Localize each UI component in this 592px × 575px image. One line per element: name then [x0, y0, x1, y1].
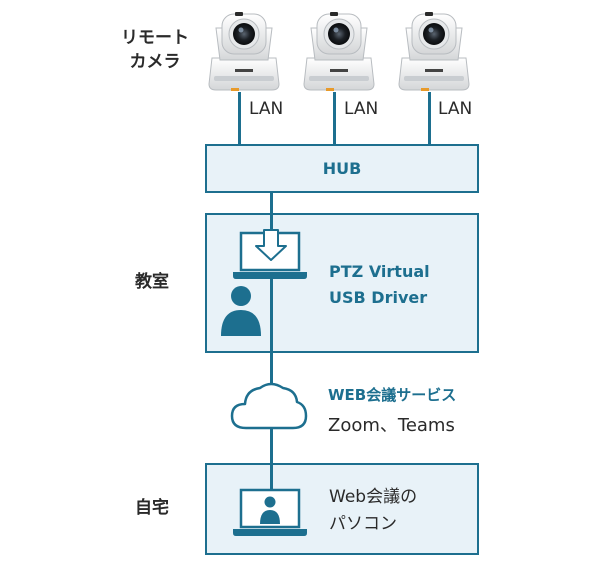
cloud-to-home-line — [270, 428, 273, 494]
pc-label-line1: Web会議の — [329, 487, 418, 507]
remote-camera-label: リモート カメラ — [110, 26, 200, 74]
laptop-person-icon — [233, 488, 307, 536]
classroom-label: 教室 — [135, 272, 169, 292]
lan-label-2: LAN — [344, 99, 379, 119]
laptop-download-icon — [233, 229, 307, 279]
hub-label: HUB — [322, 159, 362, 178]
person-icon — [221, 286, 261, 336]
driver-label-line1: PTZ Virtual — [329, 262, 430, 281]
home-panel: Web会議の パソコン — [205, 463, 479, 555]
classroom-to-cloud-line — [270, 278, 273, 388]
pc-label-line2: パソコン — [329, 514, 397, 534]
lan-label-3: LAN — [438, 99, 473, 119]
camera-led-3 — [421, 88, 429, 91]
lan-line-1 — [238, 92, 241, 144]
hub-to-classroom-line — [270, 193, 273, 235]
web-service-title: WEB会議サービス — [328, 386, 457, 404]
lan-line-3 — [428, 92, 431, 144]
home-label: 自宅 — [135, 498, 169, 518]
lan-line-2 — [333, 92, 336, 144]
driver-label-line2: USB Driver — [329, 288, 428, 307]
cloud-icon — [230, 382, 308, 430]
remote-camera-label-line1: リモート — [121, 28, 189, 48]
pc-label: Web会議の パソコン — [329, 484, 417, 538]
driver-label: PTZ Virtual USB Driver — [329, 259, 430, 311]
hub-box: HUB — [205, 144, 479, 193]
camera-led-1 — [231, 88, 239, 91]
remote-camera-label-line2: カメラ — [129, 52, 181, 72]
camera-led-2 — [326, 88, 334, 91]
lan-label-1: LAN — [249, 99, 284, 119]
web-service-subtitle: Zoom、Teams — [328, 415, 455, 436]
